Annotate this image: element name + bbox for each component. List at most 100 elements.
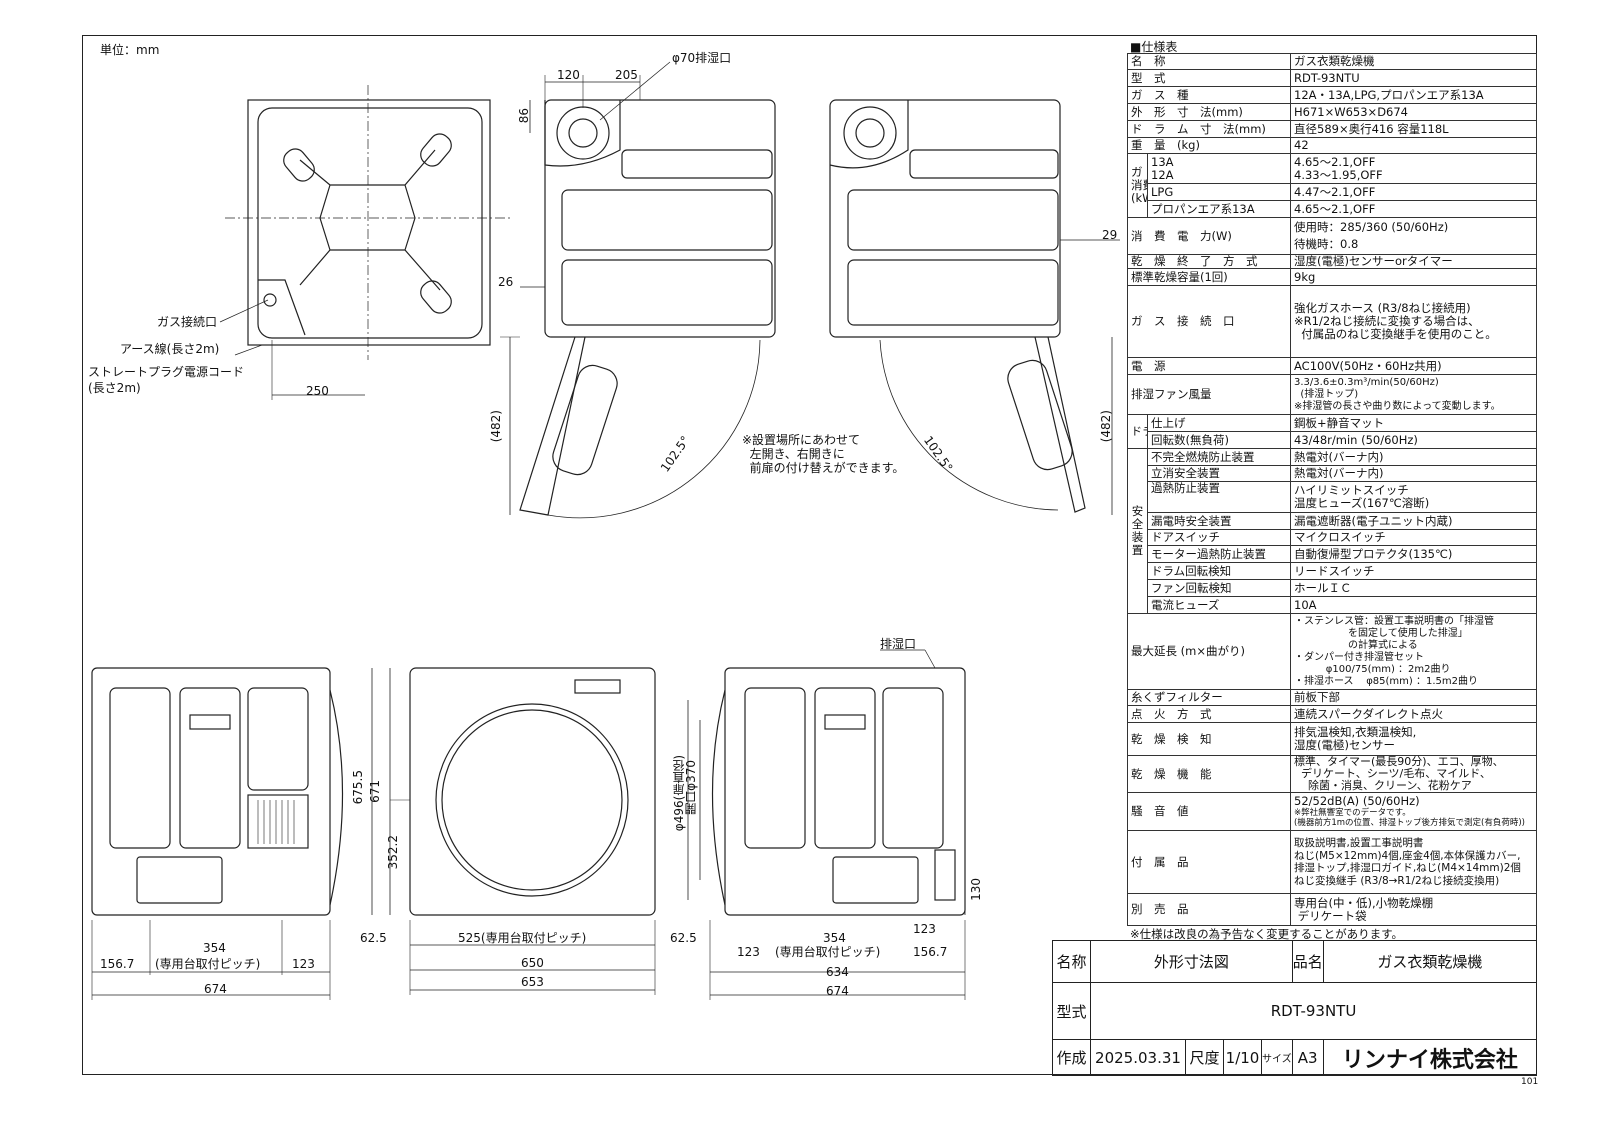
dim-482-left: (482) — [489, 410, 503, 443]
dim-156-7-left: 156.7 — [100, 957, 135, 971]
drum-sub-label: 仕上げ — [1147, 414, 1291, 432]
page-number: 101 — [1521, 1077, 1539, 1087]
dim-123-right: 123 — [737, 945, 760, 959]
spec-value: ・ステンレス管：設置工事説明書の「排湿管 を固定して使用した排湿」 の計算式によ… — [1290, 613, 1537, 690]
left-side-view-drawing — [500, 61, 776, 519]
noise-note: ※弊社無響室でのデータです。 (機器前方1mの位置、排湿トップ後方排気で測定(有… — [1294, 808, 1525, 828]
side-view-bottom-drawing — [709, 649, 966, 1000]
dim-250: 250 — [306, 384, 329, 398]
spec-label: 重 量 (kg) — [1127, 137, 1291, 154]
spec-label: 型 式 — [1127, 69, 1291, 87]
gas-inlet-label: ガス接続口 — [157, 315, 218, 329]
noise-value: 52/52dB(A) (50/60Hz) — [1294, 794, 1420, 808]
dim-120: 120 — [557, 68, 580, 82]
dim-482-right: (482) — [1099, 410, 1113, 443]
spec-label: 乾 燥 終 了 方 式 — [1127, 254, 1291, 269]
spec-value: 3.3/3.6±0.3m³/min(50/60Hz) (排湿トップ) ※排湿管の… — [1290, 374, 1537, 415]
spec-label: 排湿ファン風量 — [1127, 374, 1291, 415]
pitch-left: (専用台取付ピッチ) — [155, 957, 261, 971]
company-logo: リンナイ株式会社 — [1322, 1039, 1538, 1076]
dim-354-left: 354 — [203, 941, 226, 955]
spec-value: 42 — [1290, 137, 1537, 154]
title-product-value: ガス衣類乾燥機 — [1322, 940, 1538, 983]
gas-type-label: LPG — [1147, 183, 1291, 201]
safety-item-value: 自動復帰型プロテクタ(135℃) — [1290, 545, 1537, 563]
gas-type-label: 13A 12A — [1147, 153, 1291, 184]
safety-item-label: ファン回転検知 — [1147, 579, 1291, 597]
dim-671: 671 — [368, 780, 382, 803]
safety-item-value: 10A — [1290, 596, 1537, 614]
title-created-label: 作成 — [1052, 1039, 1091, 1076]
safety-item-value: 熱電対(バーナ内) — [1290, 465, 1537, 482]
spec-value: AC100V(50Hz・60Hz共用) — [1290, 357, 1537, 375]
dim-354-right: 354 — [823, 931, 846, 945]
gas-consumption-value: 4.47〜2.1,OFF — [1290, 183, 1537, 201]
spec-value: 12A・13A,LPG,プロパンエア系13A — [1290, 86, 1537, 104]
safety-item-label: モーター過熱防止装置 — [1147, 545, 1291, 563]
title-name-label: 名称 — [1052, 940, 1091, 983]
gas-type-label: プロパンエア系13A — [1147, 200, 1291, 218]
spec-label: 電 源 — [1127, 357, 1291, 375]
spec-label: 標準乾燥容量(1回) — [1127, 268, 1291, 286]
dim-130: 130 — [969, 878, 983, 901]
safety-item-value: 熱電対(バーナ内) — [1290, 448, 1537, 466]
title-product-label: 品名 — [1291, 940, 1324, 983]
unit-label: 単位：mm — [100, 43, 160, 57]
title-created-date: 2025.03.31 — [1090, 1039, 1186, 1076]
title-size-value: A3 — [1291, 1039, 1324, 1076]
spec-value: 排気温検知,衣類温検知, 湿度(電極)センサー — [1290, 722, 1537, 756]
dim-123-left: 123 — [292, 957, 315, 971]
spec-value: 連続スパークダイレクト点火 — [1290, 705, 1537, 723]
dim-123-top: 123 — [913, 922, 936, 936]
spec-value: ガス衣類乾燥機 — [1290, 53, 1537, 70]
safety-item-value: 漏電遮断器(電子ユニット内蔵) — [1290, 512, 1537, 530]
spec-value: 9kg — [1290, 268, 1537, 286]
dim-352-2: 352.2 — [386, 835, 400, 870]
spec-label: 付 属 品 — [1127, 830, 1291, 894]
safety-item-label: 不完全燃焼防止装置 — [1147, 448, 1291, 466]
right-side-view-drawing — [829, 99, 1120, 515]
spec-label: 乾 燥 機 能 — [1127, 755, 1291, 793]
safety-item-label: ドラム回転検知 — [1147, 562, 1291, 580]
spec-value: 52/52dB(A) (50/60Hz)※弊社無響室でのデータです。 (機器前方… — [1290, 792, 1537, 831]
spec-value: 使用時：285/360 (50/60Hz) 待機時：0.8 — [1290, 217, 1537, 255]
dim-26: 26 — [498, 275, 514, 289]
dim-525: 525(専用台取付ピッチ) — [458, 931, 587, 945]
dim-674-right: 674 — [826, 984, 849, 998]
spec-label: 別 売 品 — [1127, 893, 1291, 926]
dim-653: 653 — [521, 975, 544, 989]
title-block: 名称 外形寸法図 品名 ガス衣類乾燥機 型式 RDT-93NTU 作成 2025… — [1052, 940, 1538, 1076]
dim-29: 29 — [1102, 228, 1118, 242]
front-view-drawing — [389, 667, 701, 995]
gas-consumption-label: ガ ス 消費量 (kW) — [1127, 153, 1148, 218]
spec-label: 名 称 — [1127, 53, 1291, 70]
gas-consumption-value: 4.65〜2.1,OFF — [1290, 200, 1537, 218]
safety-item-label: ドアスイッチ — [1147, 529, 1291, 546]
spec-label: 最大延長 (m×曲がり) — [1127, 613, 1291, 690]
door-note: ※設置場所にあわせて 左開き、右開きに 前扉の付け替えができます。 — [742, 433, 905, 475]
spec-value: 標準、タイマー(最長90分)、エコ、厚物、 デリケート、シーツ/毛布、マイルド、… — [1290, 755, 1537, 793]
spec-value: 湿度(電極)センサーorタイマー — [1290, 254, 1537, 269]
safety-item-label: 過熱防止装置 — [1147, 481, 1291, 513]
drum-sub-label: 回転数(無負荷) — [1147, 431, 1291, 449]
safety-item-label: 漏電時安全装置 — [1147, 512, 1291, 530]
safety-item-label: 立消安全装置 — [1147, 465, 1291, 482]
dim-62-5-right: 62.5 — [670, 931, 697, 945]
dim-650: 650 — [521, 956, 544, 970]
spec-value: 専用台(中・低),小物乾燥棚 デリケート袋 — [1290, 893, 1537, 926]
opening-diameter: 開口φ370 — [684, 760, 698, 815]
top-view-drawing — [219, 85, 510, 400]
title-name-value: 外形寸法図 — [1090, 940, 1293, 983]
power-cord-length: (長さ2m) — [88, 381, 141, 395]
dim-674-left: 674 — [204, 982, 227, 996]
spec-value: H671×W653×D674 — [1290, 103, 1537, 121]
dim-156-7-right: 156.7 — [913, 945, 948, 959]
spec-footnote: ※仕様は改良の為予告なく変更することがあります。 — [1130, 927, 1403, 941]
pitch-right: (専用台取付ピッチ) — [775, 945, 881, 959]
safety-item-value: リードスイッチ — [1290, 562, 1537, 580]
drum-value: 鋼板+静音マット — [1290, 414, 1537, 432]
drawing-frame — [82, 35, 1537, 1075]
safety-item-label: 電流ヒューズ — [1147, 596, 1291, 614]
